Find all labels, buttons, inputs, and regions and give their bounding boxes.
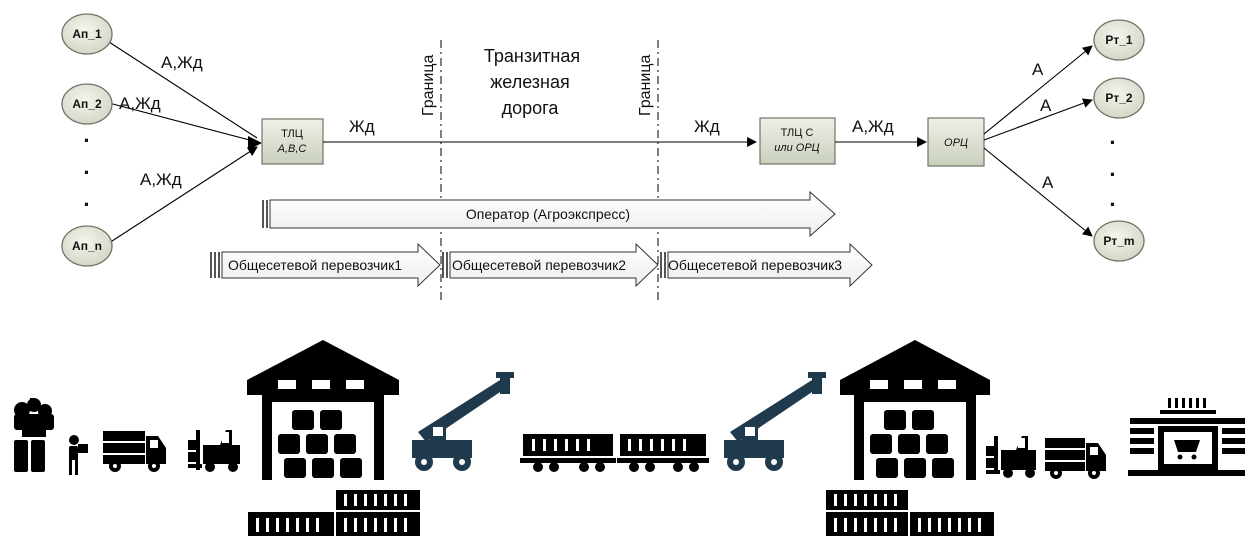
transit-title-line1: Транзитная: [484, 46, 580, 66]
tlc-right-title: ТЛЦ С: [781, 127, 814, 139]
tlc-left-title: ТЛЦ: [281, 128, 303, 140]
svg-text:·: ·: [1109, 162, 1116, 187]
edge-label-rt1: А: [1032, 60, 1044, 79]
dest-node-1-label: Рт_1: [1105, 33, 1133, 47]
tlc-left-subtitle: А,В,С: [277, 143, 307, 155]
dest-node-m: Рт_m: [1094, 221, 1144, 261]
rail-label-left: Жд: [349, 117, 375, 136]
carrier-label-1: Общесетевой перевозчик1: [228, 257, 402, 273]
truck-icon: [1045, 438, 1106, 479]
truck-icon: [103, 431, 166, 472]
svg-text:·: ·: [83, 192, 90, 217]
edge-rt2: [984, 100, 1092, 140]
forklift-icon: [986, 436, 1036, 478]
origin-node-n-label: Ап_n: [72, 239, 102, 253]
rail-wagon-icon: [617, 434, 709, 472]
origin-node-2-label: Ап_2: [72, 97, 102, 111]
edge-rtm: [984, 148, 1092, 236]
orc-box: ОРЦ: [928, 118, 984, 166]
origin-node-2: Ап_2: [62, 84, 112, 124]
svg-text:·: ·: [1109, 192, 1116, 217]
rail-wagon-icon: [520, 434, 616, 472]
dest-node-2-label: Рт_2: [1105, 91, 1133, 105]
worker-icon: [69, 435, 88, 475]
edge-apn: [109, 147, 257, 243]
operator-band: Оператор (Агроэкспресс): [262, 192, 835, 236]
orc-title: ОРЦ: [944, 137, 968, 149]
warehouse-icon: [840, 340, 990, 480]
rail-label-right: Жд: [694, 117, 720, 136]
svg-text:·: ·: [83, 160, 90, 185]
warehouse-icon: [247, 340, 399, 480]
edge-label-ap1: А,Жд: [161, 53, 203, 72]
store-icon: [1128, 398, 1245, 476]
border-label-left: Граница: [420, 55, 437, 117]
origin-node-1: Ап_1: [62, 14, 112, 54]
origin-node-n: Ап_n: [62, 226, 112, 266]
carrier-label-3: Общесетевой перевозчик3: [668, 257, 842, 273]
edge-label-apn: А,Жд: [140, 170, 182, 189]
tlc-right-box: ТЛЦ С или ОРЦ: [760, 118, 835, 164]
origin-edges: [109, 42, 257, 243]
dest-node-m-label: Рт_m: [1103, 234, 1134, 248]
carrier-band-3: Общесетевой перевозчик3: [660, 244, 872, 286]
dest-ellipsis: · · ·: [1109, 130, 1116, 217]
transit-title-line3: дорога: [502, 98, 560, 118]
svg-text:·: ·: [1109, 130, 1116, 155]
tlc-right-subtitle: или ОРЦ: [774, 142, 819, 154]
edge-label-rtm: А: [1042, 173, 1054, 192]
container-stack-icon: [826, 490, 994, 536]
operator-label: Оператор (Агроэкспресс): [466, 206, 630, 222]
border-label-right: Граница: [637, 55, 654, 117]
carrier-band-2: Общесетевой перевозчик2: [442, 244, 658, 286]
carrier-label-2: Общесетевой перевозчик2: [452, 257, 626, 273]
edge-label-ap2: А,Жд: [119, 94, 161, 113]
edge-label-rt2: А: [1040, 96, 1052, 115]
origin-ellipsis: · · ·: [83, 128, 90, 217]
tlc-left-box: ТЛЦ А,В,С: [262, 119, 323, 164]
forklift-icon: [188, 430, 240, 472]
edge-label-to-orc: А,Жд: [852, 117, 894, 136]
origin-node-1-label: Ап_1: [72, 27, 102, 41]
transit-title-line2: железная: [490, 72, 570, 92]
produce-icon: [14, 398, 54, 472]
container-stack-icon: [248, 490, 420, 536]
reach-stacker-icon: [412, 372, 514, 471]
svg-text:·: ·: [83, 128, 90, 153]
transit-title: Транзитная железная дорога: [484, 46, 580, 118]
carrier-band-1: Общесетевой перевозчик1: [210, 244, 440, 286]
reach-stacker-icon: [724, 372, 826, 471]
dest-node-2: Рт_2: [1094, 78, 1144, 118]
dest-node-1: Рт_1: [1094, 20, 1144, 60]
